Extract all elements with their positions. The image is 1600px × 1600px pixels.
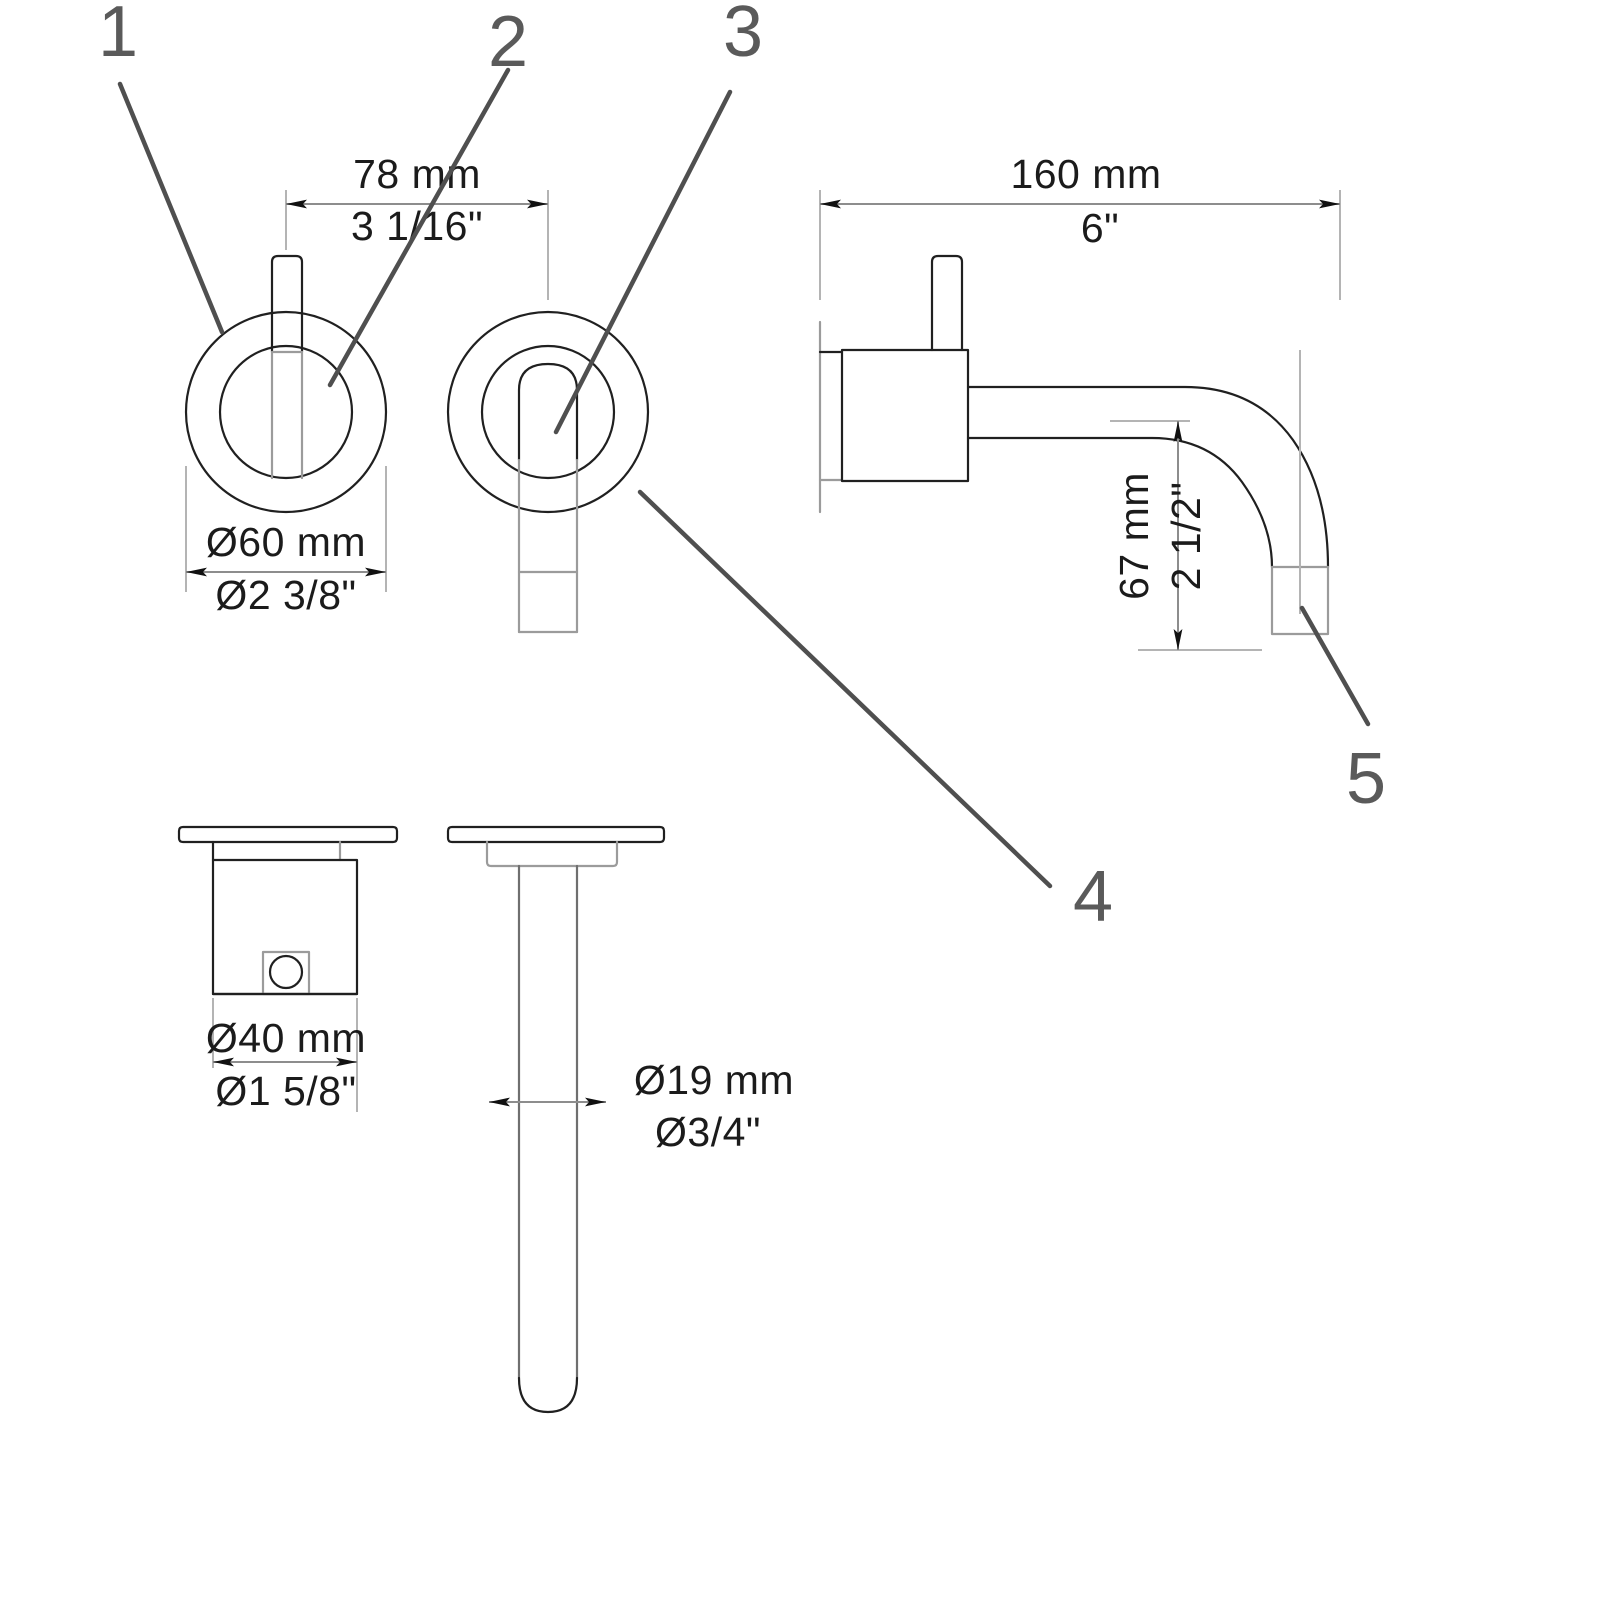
handle-detail-flange-plate — [177, 825, 399, 844]
dim-d60mm-metric-label: Ø60 mm — [206, 519, 366, 565]
callout-number-5: 5 — [1346, 739, 1386, 819]
view-handle-detail — [177, 825, 399, 996]
dim-d40mm-imperial-label: Ø1 5/8" — [215, 1068, 356, 1114]
leader-line-3 — [553, 89, 733, 435]
spout-escutcheon-outer-circle — [446, 310, 650, 514]
view-spout-front — [446, 310, 650, 634]
callout-number-2: 2 — [488, 2, 528, 82]
leader-line-2 — [327, 67, 511, 388]
dim-d19mm-imperial-label: Ø3/4" — [655, 1109, 761, 1155]
dim-d19mm-metric-label: Ø19 mm — [634, 1057, 794, 1103]
spout-escutcheon-mid-circle — [480, 344, 616, 480]
view-spout-tube-detail — [446, 825, 666, 1414]
handle-detail-setscrew-hole — [268, 954, 304, 990]
dim-78mm-metric-label: 78 mm — [353, 151, 481, 197]
handle-escutcheon-inner-circle — [218, 344, 354, 480]
leader-line-4 — [637, 489, 1053, 889]
side-escutcheon-body — [840, 348, 970, 483]
dim-67mm-imperial-label: 2 1/2" — [1163, 482, 1209, 591]
dim-67mm-metric-label: 67 mm — [1111, 472, 1157, 600]
spout-detail-tube-rounded-end — [517, 1376, 579, 1414]
side-spout-outer-profile — [966, 385, 1330, 569]
callout-number-1: 1 — [98, 0, 138, 72]
dim-160mm-group: 160 mm 6" — [819, 151, 1341, 300]
dim-d19mm-group: Ø19 mm Ø3/4" — [489, 1057, 794, 1155]
dim-d40mm-metric-label: Ø40 mm — [206, 1015, 366, 1061]
spout-detail-shoulder — [485, 840, 619, 868]
side-handle-lever — [930, 254, 964, 352]
dim-160mm-metric-label: 160 mm — [1010, 151, 1161, 197]
spout-tube-front-top-radius — [517, 362, 579, 462]
view-assembly-side — [818, 254, 1330, 636]
dim-78mm-imperial-label: 3 1/16" — [351, 203, 483, 249]
handle-lever-outline — [270, 254, 304, 354]
spout-detail-flange-plate — [446, 825, 666, 844]
callout-number-4: 4 — [1073, 857, 1113, 937]
handle-detail-body — [211, 858, 359, 996]
side-spout-aerator-box — [1270, 565, 1330, 636]
handle-escutcheon-outer-circle — [184, 310, 388, 514]
dim-d40mm-group: Ø40 mm Ø1 5/8" — [206, 998, 366, 1114]
callout-number-3: 3 — [723, 0, 763, 72]
dim-78mm-group: 78 mm 3 1/16" — [285, 151, 549, 300]
dim-160mm-imperial-label: 6" — [1081, 205, 1119, 251]
dim-d60mm-imperial-label: Ø2 3/8" — [215, 572, 356, 618]
leader-line-1 — [117, 81, 225, 335]
dim-d60mm-group: Ø60 mm Ø2 3/8" — [185, 466, 387, 618]
view-handle-front — [184, 254, 388, 514]
dim-67mm-group: 67 mm 2 1/2" — [1110, 420, 1262, 651]
leader-line-5 — [1299, 605, 1371, 727]
